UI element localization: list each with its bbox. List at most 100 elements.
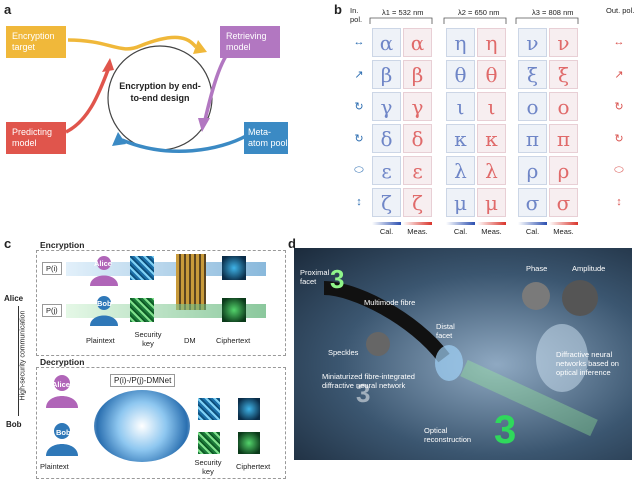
in-pol-icon: ↕ [356,196,362,208]
miniaturized-label: Miniaturized fibre-integrated diffractiv… [322,372,415,390]
measured-cell: ν [549,28,578,57]
column-label: Meas. [553,227,574,236]
proximal-facet-label: Proximal facet [300,268,330,286]
measured-cell: λ [477,156,506,185]
in-pol-icon: ↗ [354,69,364,81]
dmnet-label: P(i)-/P(j)-DMNet [110,374,176,387]
in-pol-icon: ↻ [354,101,364,113]
predicting-model-box: Predicting model [6,122,66,154]
encryption-frame [36,250,286,356]
security-key-green [130,298,154,322]
panel-a-arrows [65,35,247,154]
neural-net [94,390,190,462]
out-pol-icon: ↔ [613,36,625,48]
measured-cell: β [403,60,432,89]
calculated-cell: ξ [518,60,547,89]
measured-cell: η [477,28,506,57]
center-label: Encryption by end-to-end design [119,81,201,103]
measured-cell: θ [477,60,506,89]
column-label: Cal. [453,227,468,236]
measured-cell: ρ [549,156,578,185]
alice-name-enc: Alice [94,259,112,268]
purple-arrow-head [198,118,210,132]
wavelength-1: λ1 = 532 nm [382,8,424,17]
yellow-arrow-head [193,40,207,54]
in-pol-icon: ↔ [353,36,365,48]
out-pol-icon: ↻ [614,133,624,145]
plaintext-label-dec: Plaintext [40,462,69,471]
in-pol-icon: ⬭ [354,164,364,176]
side-label-alice: Alice [4,294,24,303]
bob-avatar-enc [90,296,118,326]
security-key-green-dec [198,432,220,454]
optical-reconstruction-label: Optical reconstruction [424,426,472,444]
column-label: Meas. [407,227,428,236]
out-pol-icon: ⬭ [614,164,624,176]
calculated-cell: δ [372,124,401,153]
column-label: Cal. [379,227,394,236]
ciphertext-green-dec [238,432,260,454]
decryption-title: Decryption [40,357,85,367]
digit-proximal: 3 [330,264,345,294]
plaintext-label-enc: Plaintext [86,336,115,345]
security-key-blue-dec [198,398,220,420]
column-label: Cal. [525,227,540,236]
column-label: Meas. [481,227,502,236]
dm-label: DM [184,336,196,345]
beam-blue [66,262,266,276]
calculated-cell: ι [446,92,475,121]
wavelength-brackets [369,17,579,24]
calculated-cell: κ [446,124,475,153]
fibre-drawing [323,280,598,437]
meas-colorbar [403,222,432,225]
bob-name-dec: Bob [56,428,71,437]
meas-colorbar [549,222,578,225]
side-label-communication: High-security communication [19,310,27,401]
calculated-cell: π [518,124,547,153]
out-pol-icon: ↗ [614,69,624,81]
ciphertext-blue [222,256,246,280]
bob-avatar-dec [46,423,78,456]
speckles-label: Speckles [328,348,359,357]
calculated-cell: ζ [372,188,401,217]
measured-cell: σ [549,188,578,217]
phase-label: Phase [526,264,548,273]
measured-cell: ξ [549,60,578,89]
yellow-arrow [67,35,198,51]
blue-arrow-head [112,132,126,146]
ciphertext-green [222,298,246,322]
in-pol-icon: ↻ [354,133,364,145]
calculated-cell: ε [372,156,401,185]
calculated-cell: ν [518,28,547,57]
out-pol-label: Out. pol. [606,6,635,15]
pj-label: P(j) [42,304,62,317]
measured-cell: ο [549,92,578,121]
calculated-cell: ρ [518,156,547,185]
calculated-cell: η [446,28,475,57]
out-pol-icon: ↕ [616,196,622,208]
calculated-cell: β [372,60,401,89]
cal-colorbar [446,222,475,225]
panel-d-scene: 3 3 3 [294,248,632,460]
decryption-frame [36,367,286,479]
side-arrow [18,306,19,416]
meas-colorbar [477,222,506,225]
diffractive-label: Diffractive neural networks based on opt… [556,350,619,377]
calculated-cell: σ [518,188,547,217]
calculated-cell: γ [372,92,401,121]
alice-name-dec: Alice [52,380,70,389]
side-label-bob: Bob [6,420,22,429]
measured-cell: ι [477,92,506,121]
measured-cell: δ [403,124,432,153]
calculated-cell: λ [446,156,475,185]
ciphertext-label-dec: Ciphertext [236,462,271,471]
measured-cell: γ [403,92,432,121]
digit-miniature: 3 [356,378,371,408]
wavelength-3: λ3 = 808 nm [532,8,574,17]
red-arrow [65,69,110,134]
panel-label-b: b [334,2,342,17]
multimode-fibre-label: Multimode fibre [364,298,416,307]
measured-cell: ζ [403,188,432,217]
retrieving-model-box: Retrieving model [220,26,280,58]
